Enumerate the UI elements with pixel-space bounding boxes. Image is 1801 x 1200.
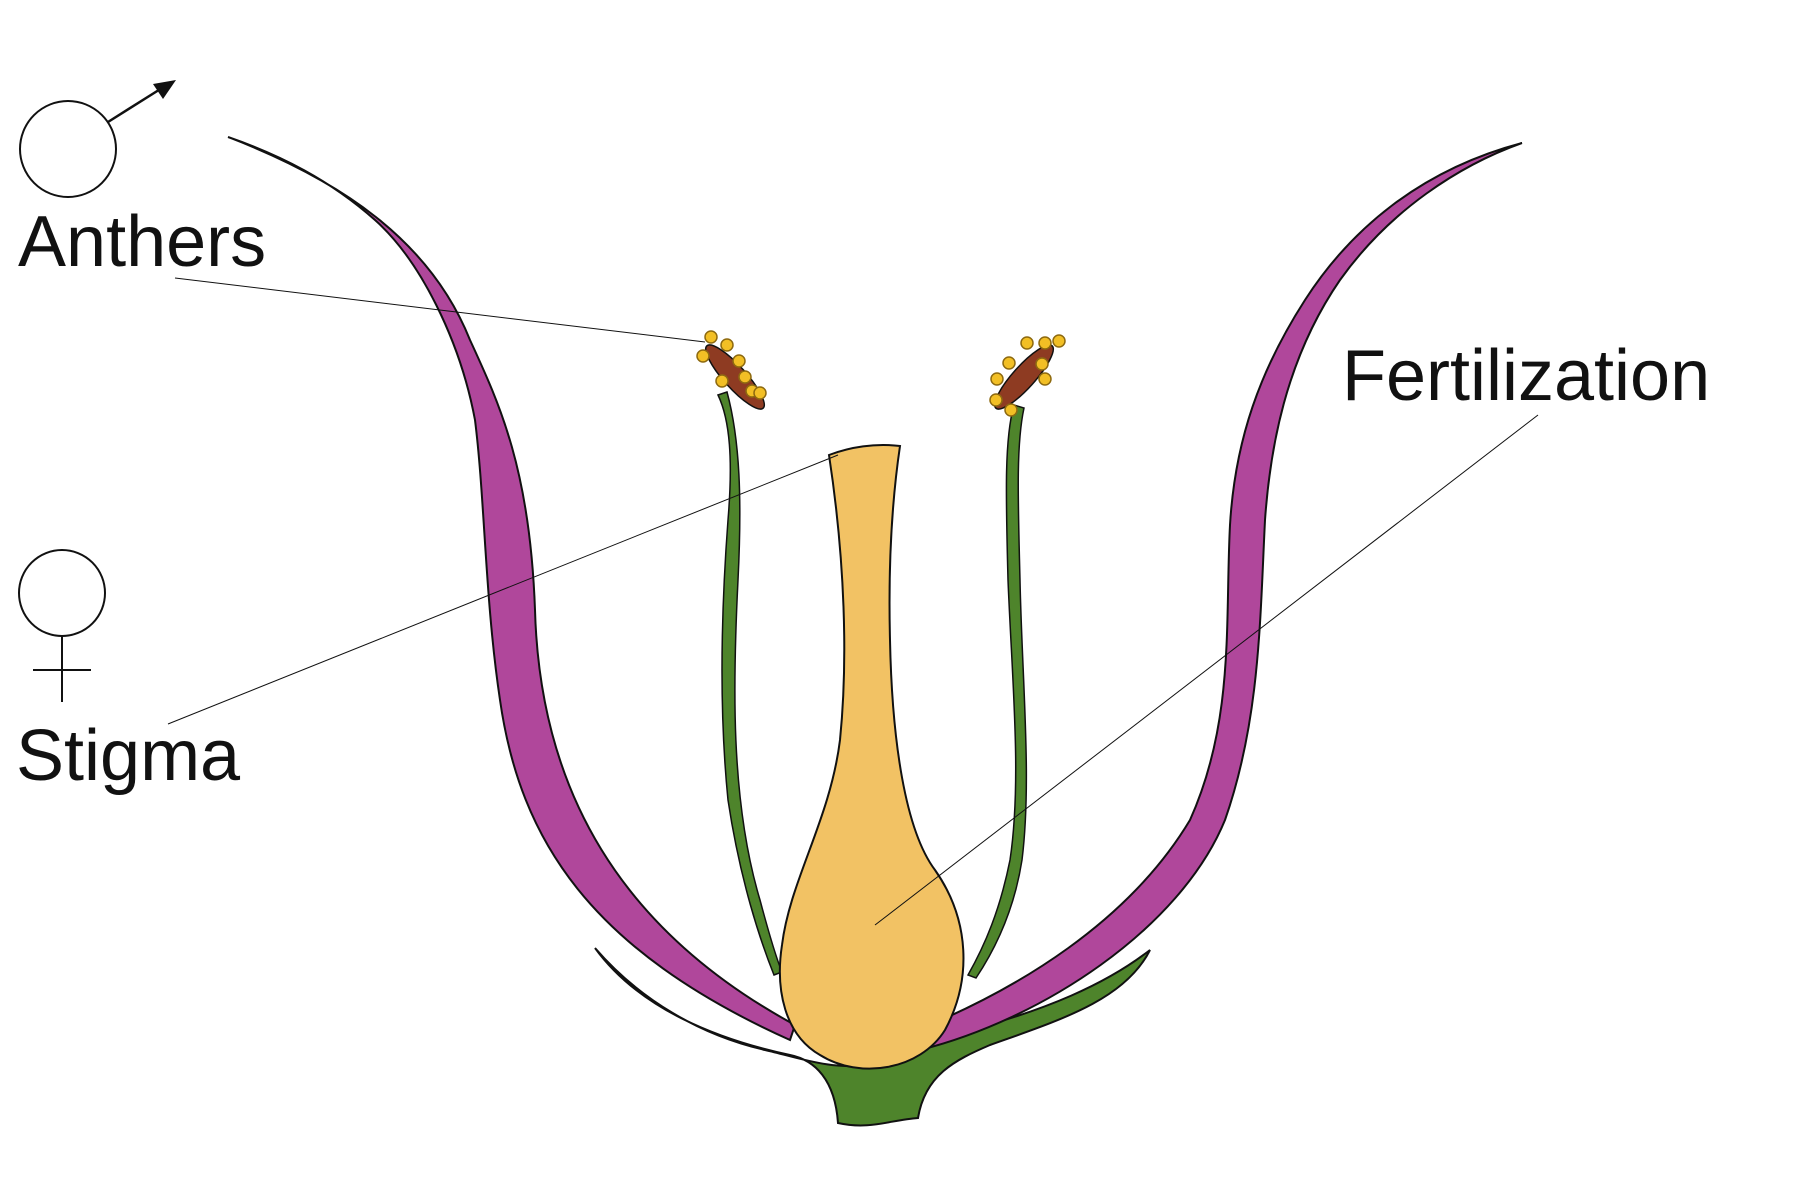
leader-line-fertilization bbox=[874, 414, 1539, 926]
label-stigma: Stigma bbox=[16, 716, 241, 796]
stamen-filament-right bbox=[966, 404, 1028, 979]
female-symbol-icon bbox=[18, 549, 106, 702]
label-anthers: Anthers bbox=[18, 202, 266, 282]
anther-left bbox=[696, 330, 767, 410]
anther-right bbox=[989, 334, 1066, 417]
leader-line-stigma bbox=[167, 454, 839, 725]
label-fertilization: Fertilization bbox=[1342, 336, 1710, 416]
stamen-filament-left bbox=[716, 391, 783, 976]
leader-line-anthers bbox=[174, 277, 706, 343]
petal-left bbox=[227, 136, 797, 1042]
sepal-base bbox=[594, 947, 1151, 1127]
male-symbol-icon bbox=[19, 80, 176, 198]
pistil bbox=[778, 444, 965, 1070]
